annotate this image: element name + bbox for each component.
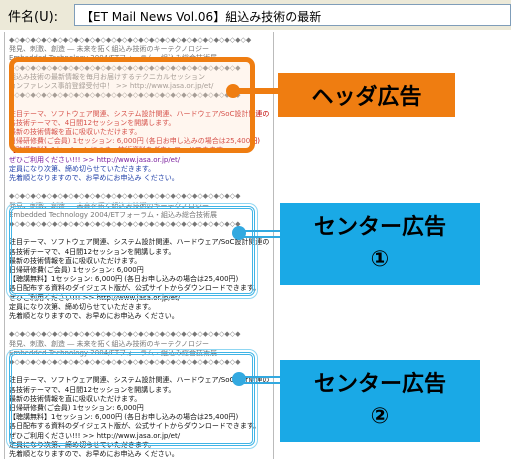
subject-label: 件名(U): (8, 10, 59, 25)
mail-line: 先着順となりますので、お早めにお申込み ください。 (9, 312, 179, 320)
header-ad-label-text: ヘッダ広告 (311, 85, 422, 110)
mail-line: ◆◇◆◇◆◇◆◇◆◇◆◇◆◇◆◇◆◇◆◇◆◇◆◇◆◇◆◇◆◇◆◇◆◇◆◇◆◇◆◇… (9, 36, 252, 44)
header-ad-label: ヘッダ広告 (278, 73, 455, 117)
mail-line: 最新の技術情報を直に吸収いただけます。 (9, 128, 142, 136)
subject-field[interactable]: 【ET Mail News Vol.06】組込み技術の最新 (74, 4, 511, 26)
mail-line: 各技術テーマで、4日間12セッションを開講します。 (9, 385, 176, 394)
mail-line: ぜひご利用ください!!! >> http://www.jasa.or.jp/et… (9, 155, 181, 164)
subject-row: 件名(U): 【ET Mail News Vol.06】組込み技術の最新 (0, 0, 511, 30)
mail-line: 各技術テーマで、4日間12セッションを開講します。 (9, 247, 176, 256)
mail-line: ◆◇◆◇◆◇◆◇◆◇◆◇◆◇◆◇◆◇◆◇◆◇◆◇◆◇◆◇◆◇◆◇◆◇◆◇◆◇◆◇… (9, 192, 241, 201)
header-ad-connector-dot (226, 84, 240, 98)
center-ad-2-highlight (6, 349, 258, 449)
mail-line: 各日配布する資料のダイジェスト版が、公式サイトからダウンロードできます。 (9, 422, 261, 431)
mail-line: 【聴講無料】1セッション: 6,000円 (各日お申し込みの場合は25,400円… (9, 413, 239, 422)
mail-line: 最新の技術情報を直に吸収いただけます。 (9, 256, 142, 265)
center-ad-2-label: センター広告 ② (280, 360, 480, 442)
mail-line: 最新の技術情報を直に吸収いただけます。 (9, 394, 142, 403)
center-ad-2-label-number: ② (370, 404, 390, 429)
center-ad-1-highlight (6, 203, 258, 299)
center-ad-2-connector-line-b (240, 382, 280, 384)
mail-line: カンファレンス事前登録受付中！ >> http://www.jasa.or.jp… (9, 82, 214, 90)
mail-line: 定員になり次第、締め切らせていただきます。 (9, 302, 156, 311)
center-ad-1-connector-line-b (240, 236, 280, 238)
mail-line: 各技術テーマで、4日間12セッションを開講します。 (9, 118, 176, 127)
center-ad-1-connector-line-a (240, 230, 280, 232)
center-ad-2-connector-line-a (240, 376, 280, 378)
mail-line: ◆◇◆◇◆◇◆◇◆◇◆◇◆◇◆◇◆◇◆◇◆◇◆◇◆◇◆◇◆◇◆◇◆◇◆◇◆◇◆◇… (9, 358, 241, 366)
center-ad-1-label-title: センター広告 (313, 215, 446, 240)
mail-line: ぜひご利用ください!!! >> http://www.jasa.or.jp/et… (9, 293, 181, 302)
mail-line: ◆◇◆◇◆◇◆◇◆◇◆◇◆◇◆◇◆◇◆◇◆◇◆◇◆◇◆◇◆◇◆◇◆◇◆◇◆◇◆◇… (9, 63, 241, 72)
mail-line: Embedded Technology 2004/ETフォーラム・組込み総合技術… (9, 210, 217, 219)
mail-line: 注目テーマ、ソフトウェア関連、システム設計関連、ハードウェア/SoC設計関連の (9, 109, 270, 118)
center-ad-1-label: センター広告 ① (280, 203, 480, 285)
mail-line: 定員になり次第、締め切らせていただきます。 (9, 164, 156, 173)
mail-line: 日帰研修費(ご会員) 1セッション: 6,000円 (各日お申し込みの場合は25… (9, 137, 260, 146)
mail-line: 日帰研修費(ご会員) 1セッション: 6,000円 (9, 266, 144, 274)
mail-line: ◆◇◆◇◆◇◆◇◆◇◆◇◆◇◆◇◆◇◆◇◆◇◆◇◆◇◆◇◆◇◆◇◆◇◆◇◆◇◆◇… (9, 91, 241, 100)
mail-line: ぜひご利用ください!!! >> http://www.jasa.or.jp/et… (9, 431, 181, 440)
mail-line: 発見、刺激、創造 ― 未来を拓く組込み技術のキーテクノロジー (9, 45, 210, 54)
mail-line: 各日配布する資料のダイジェスト版が、公式サイトからダウンロードできます。 (9, 284, 261, 293)
mail-line: 先着順となりますので、お早めにお申込み ください。 (9, 450, 179, 458)
mail-line: 発見、刺激、創造 ― 未来を拓く組込み技術のキーテクノロジー (9, 201, 210, 210)
mail-line: 注目テーマ、ソフトウェア関連、システム設計関連、ハードウェア/SoC設計関連の (9, 376, 270, 385)
center-ad-2-label-title: センター広告 (313, 372, 446, 397)
mail-line: ◆◇◆◇◆◇◆◇◆◇◆◇◆◇◆◇◆◇◆◇◆◇◆◇◆◇◆◇◆◇◆◇◆◇◆◇◆◇◆◇… (9, 220, 241, 228)
center-ad-1-label-number: ① (370, 247, 390, 272)
mail-line: 先着順となりますので、お早めにお申込み ください。 (9, 174, 179, 182)
header-ad-connector-line (238, 88, 278, 94)
mail-line: 組込み技術の最新情報を毎月お届けするテクニカルセッション (9, 72, 205, 81)
mail-line: 注目テーマ、ソフトウェア関連、システム設計関連、ハードウェア/SoC設計関連の (9, 238, 270, 247)
mail-line: 【聴講無料】1セッション: 6,000円 (各日お申し込みの場合は25,400円… (9, 275, 239, 284)
mail-line: 日帰研修費(ご会員) 1セッション: 6,000円 (9, 404, 144, 412)
mail-line: ◆◇◆◇◆◇◆◇◆◇◆◇◆◇◆◇◆◇◆◇◆◇◆◇◆◇◆◇◆◇◆◇◆◇◆◇◆◇◆◇… (9, 330, 241, 339)
header-ad-highlight (9, 57, 255, 153)
subject-value: 【ET Mail News Vol.06】組込み技術の最新 (81, 10, 322, 24)
mail-line: 発見、刺激、創造 ― 未来を拓く組込み技術のキーテクノロジー (9, 339, 210, 348)
